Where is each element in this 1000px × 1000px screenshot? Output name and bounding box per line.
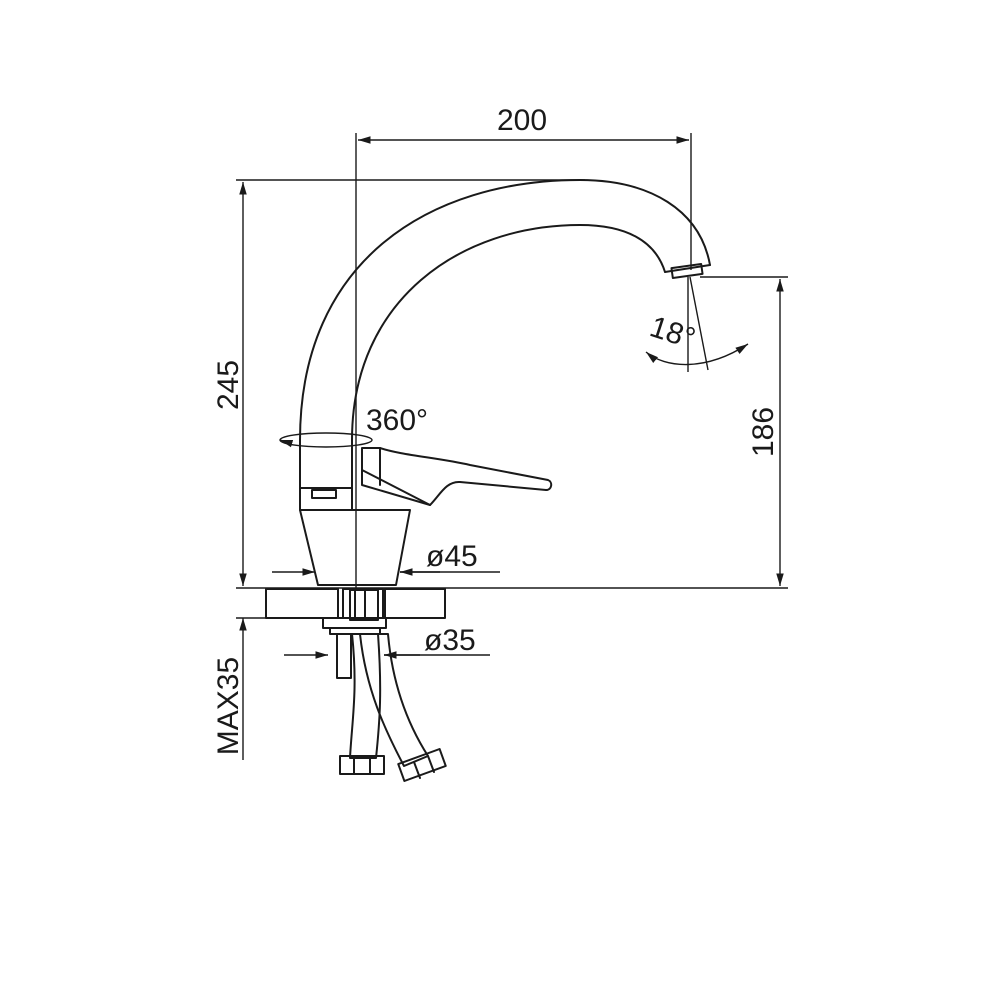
swivel-indicator: 360° [279,404,428,448]
aerator-angle-label: 18° [646,310,699,355]
max-thickness-label: MAX35 [212,657,245,755]
swivel-angle-label: 360° [366,404,428,437]
max-thickness-dimension: MAX35 [212,617,330,760]
base-diameter-dimension: ø45 [272,540,500,576]
reach-label: 200 [497,104,547,137]
total-height-label: 245 [212,360,245,410]
supply-hoses [339,589,447,782]
countertop-section [265,588,446,619]
aerator-angle-indicator: 18° [645,276,749,372]
faucet-body [299,439,411,586]
reach-dimension: 200 [355,104,692,590]
mount-diameter-label: ø35 [424,624,476,657]
outlet-height-dimension: 186 [700,276,788,586]
mount-diameter-dimension: ø35 [284,624,490,659]
total-height-dimension: 245 [212,179,585,586]
outlet-height-label: 186 [747,407,780,457]
spout [299,179,711,441]
base-diameter-label: ø45 [426,540,478,573]
lever-handle [361,447,553,506]
